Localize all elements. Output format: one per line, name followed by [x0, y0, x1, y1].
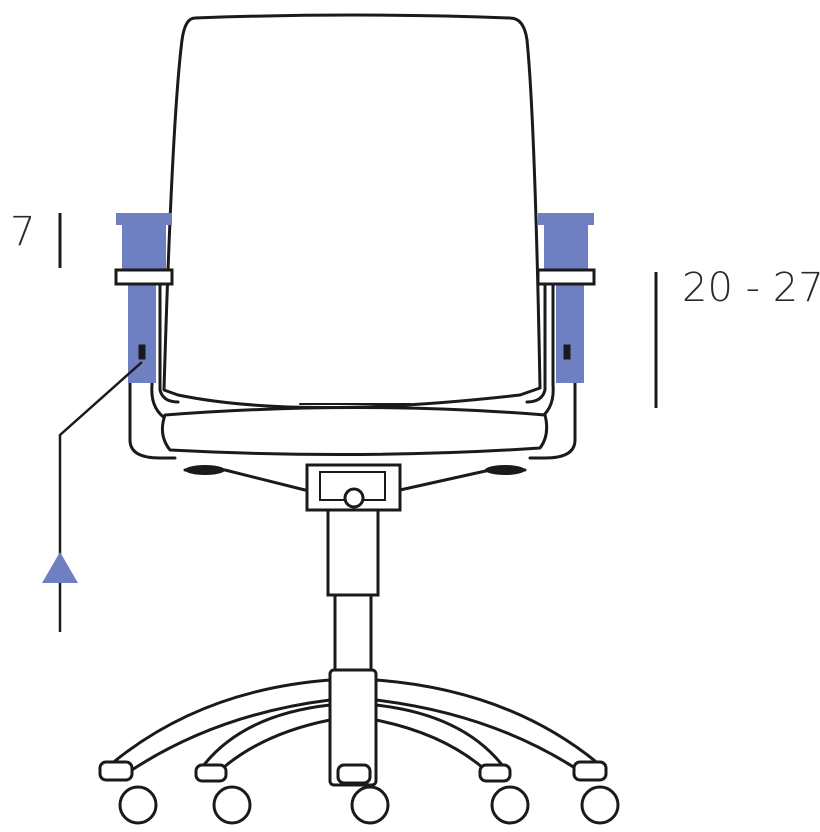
seat: [160, 403, 549, 457]
backrest: [162, 13, 542, 409]
arrow-up-icon: [42, 552, 78, 583]
armrest-left: [114, 213, 180, 460]
height-range-label: 20 - 27: [682, 265, 820, 311]
gas-column: [326, 508, 380, 672]
seat-mechanism: [183, 463, 527, 512]
star-base: [98, 668, 620, 825]
armrest-right: [525, 213, 596, 460]
armrest-step-label: 7: [10, 209, 36, 255]
